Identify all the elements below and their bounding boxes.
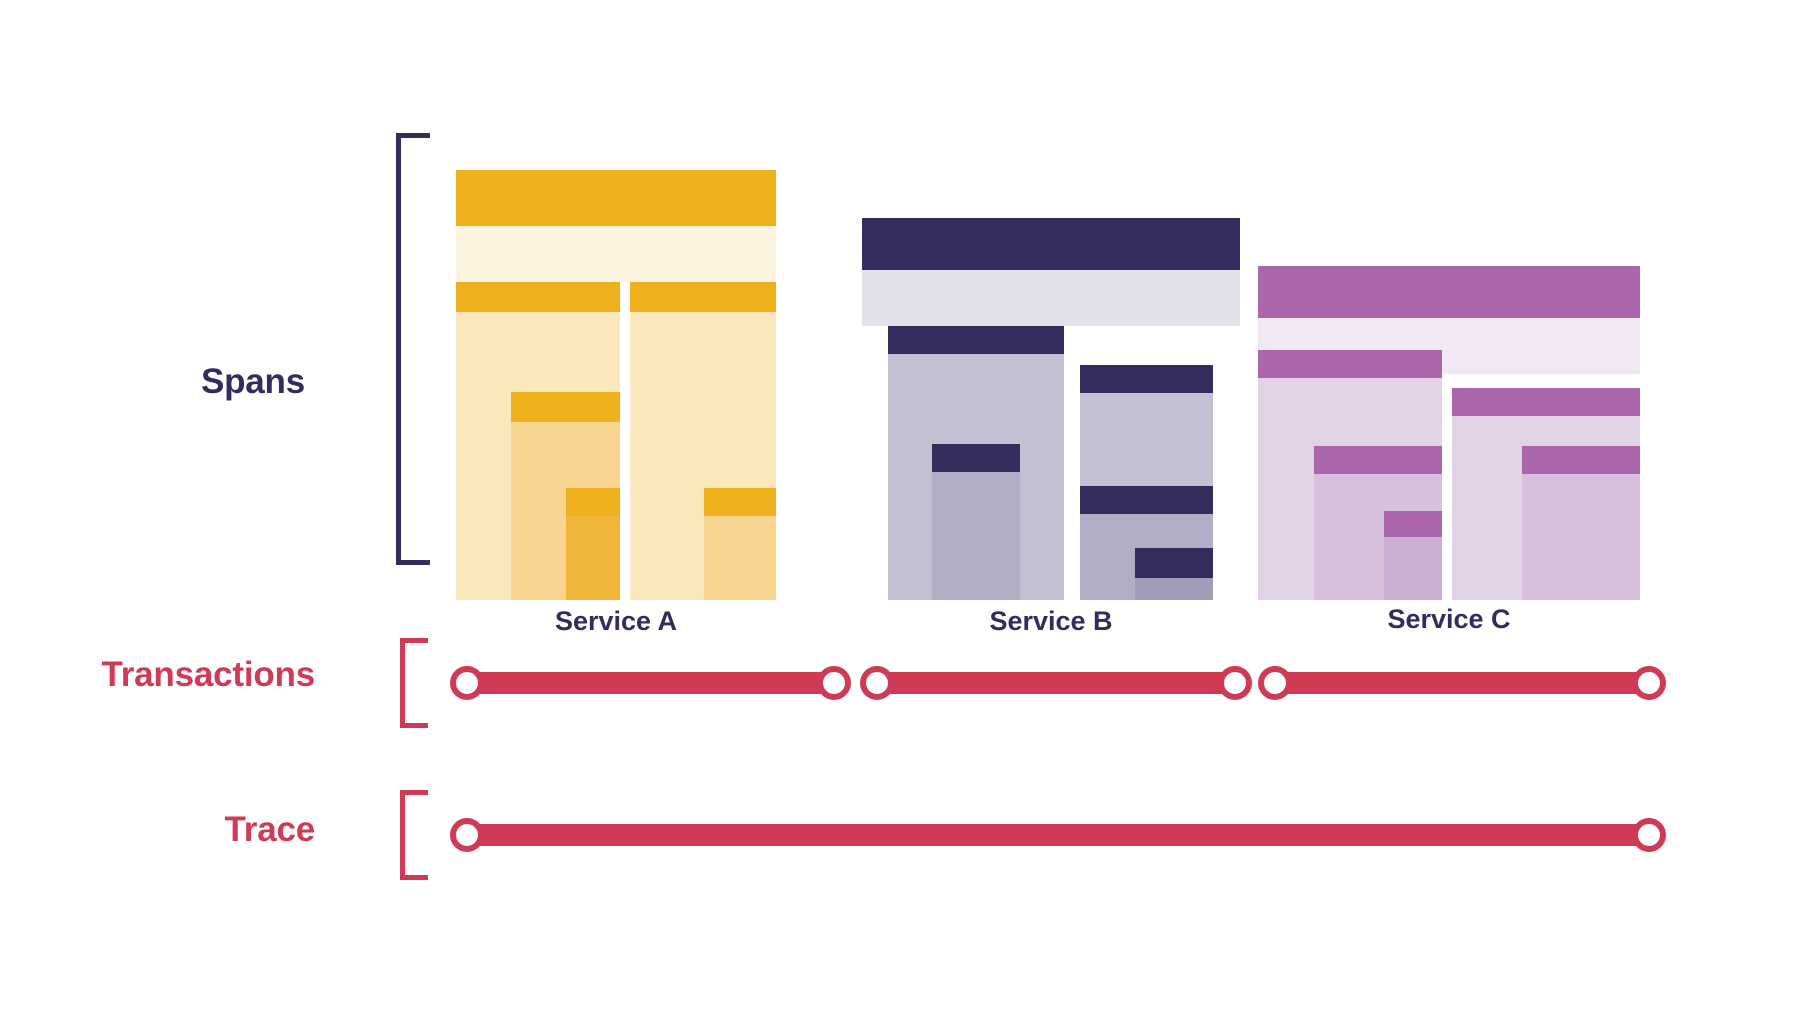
service-c-span-root[interactable] xyxy=(1258,266,1640,374)
spans-bracket xyxy=(396,133,430,565)
trace-segment[interactable] xyxy=(460,824,1646,846)
transaction-segment-b[interactable] xyxy=(872,672,1232,694)
service-b-span-grandchild-1-body xyxy=(932,472,1020,600)
service-c-span-root-header xyxy=(1258,266,1640,318)
transaction-endpoint-b-start[interactable] xyxy=(860,666,894,700)
spans-row-label: Spans xyxy=(200,362,305,401)
service-c-span-grandchild-2-header xyxy=(1522,446,1640,474)
service-b-span-child-1-header xyxy=(888,326,1064,354)
trace-bracket xyxy=(400,790,428,880)
transaction-endpoint-c-start[interactable] xyxy=(1258,666,1292,700)
service-b-span-grandchild-2-header xyxy=(1080,486,1213,514)
service-c-span-grandchild-2[interactable] xyxy=(1522,446,1640,600)
service-a-span-child-2[interactable] xyxy=(630,282,776,600)
service-a-span-leaf[interactable] xyxy=(566,488,620,600)
service-c-span-child-1-header xyxy=(1258,350,1442,378)
transaction-segment-a[interactable] xyxy=(460,672,835,694)
transaction-endpoint-a-start[interactable] xyxy=(450,666,484,700)
service-b-span-grandchild-1-header xyxy=(932,444,1020,472)
service-c-span-child-2-header xyxy=(1452,388,1640,416)
service-a-span-leaf-body xyxy=(566,516,620,600)
transaction-endpoint-b-end[interactable] xyxy=(1218,666,1252,700)
service-a-span-child-1-header xyxy=(456,282,620,312)
service-c-span-grandchild-2-body xyxy=(1522,474,1640,600)
service-b-span-leaf[interactable] xyxy=(1135,548,1213,600)
transactions-row-label: Transactions xyxy=(101,655,315,694)
service-c-span-grandchild-1-header xyxy=(1314,446,1442,474)
trace-row-label: Trace xyxy=(224,810,316,849)
service-b-span-leaf-header xyxy=(1135,548,1213,578)
trace-endpoint-end[interactable] xyxy=(1632,818,1666,852)
service-a-span-grandchild-1-header xyxy=(511,392,620,422)
service-a-span-column xyxy=(456,170,776,600)
transaction-endpoint-a-end[interactable] xyxy=(817,666,851,700)
service-a-span-grandchild-2-header xyxy=(704,488,776,516)
service-b-span-column xyxy=(862,218,1240,600)
service-b-span-root-header xyxy=(862,218,1240,270)
service-b-span-leaf-body xyxy=(1135,578,1213,600)
service-c-span-leaf-body xyxy=(1384,537,1442,600)
service-b-caption: Service B xyxy=(989,606,1113,636)
transactions-bracket xyxy=(400,638,428,728)
service-b-span-grandchild-1[interactable] xyxy=(932,444,1020,600)
service-a-span-leaf-header xyxy=(566,488,620,516)
service-a-span-grandchild-2[interactable] xyxy=(704,488,776,600)
trace-endpoint-start[interactable] xyxy=(450,818,484,852)
service-a-caption: Service A xyxy=(554,606,678,636)
service-a-span-child-2-header xyxy=(630,282,776,312)
spans-area xyxy=(456,170,1640,600)
service-a-span-root-header xyxy=(456,170,776,226)
service-c-span-column xyxy=(1258,266,1640,600)
service-b-span-child-2-header xyxy=(1080,365,1213,393)
service-c-caption: Service C xyxy=(1387,604,1511,634)
service-a-span-grandchild-2-body xyxy=(704,516,776,600)
service-b-span-root-body xyxy=(862,270,1240,326)
transaction-endpoint-c-end[interactable] xyxy=(1632,666,1666,700)
service-b-span-root[interactable] xyxy=(862,218,1240,326)
service-c-span-leaf[interactable] xyxy=(1384,511,1442,600)
service-a-span-root-body xyxy=(456,226,776,282)
transaction-segment-c[interactable] xyxy=(1270,672,1650,694)
service-a-span-root[interactable] xyxy=(456,170,776,282)
service-c-span-leaf-header xyxy=(1384,511,1442,537)
